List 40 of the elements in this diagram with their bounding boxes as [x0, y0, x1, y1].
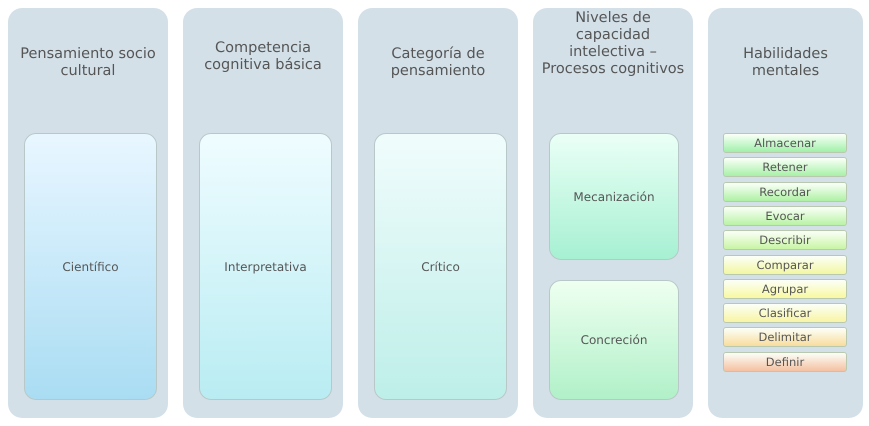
skill-bar [723, 230, 847, 250]
column-panel [533, 8, 693, 418]
skill-bar [723, 133, 847, 153]
skill-bar [723, 303, 847, 324]
column-panel [358, 8, 518, 418]
skill-bar [723, 182, 847, 202]
column-panel [8, 8, 168, 418]
skill-label: Evocar [765, 208, 805, 223]
column-heading: Niveles de capacidad intelectiva – Procesos cognitivos [540, 10, 686, 78]
column-heading: Categoría de pensamiento [390, 46, 486, 80]
category-box [374, 133, 507, 400]
box-label: Mecanización [573, 190, 655, 204]
skill-bar [723, 254, 847, 274]
skill-bar [723, 278, 847, 299]
skill-label: Definir [766, 354, 804, 369]
category-box [549, 133, 679, 260]
box-label: Crítico [421, 260, 460, 274]
skill-label: Describir [759, 233, 811, 248]
box-label: Concreción [580, 333, 648, 347]
category-box [199, 133, 332, 400]
box-label: Interpretativa [224, 260, 307, 274]
column-panel [708, 8, 863, 418]
column-heading: Habilidades mentales [742, 46, 829, 80]
skill-label: Clasificar [758, 306, 812, 320]
skill-label: Agrupar [762, 282, 808, 296]
skill-bar [723, 327, 847, 348]
skill-label: Comparar [756, 258, 814, 272]
skill-bar [723, 206, 847, 226]
skill-label: Recordar [759, 184, 811, 199]
skill-label: Delimitar [758, 330, 812, 344]
column-heading: Competencia cognitiva básica [203, 40, 323, 74]
skill-bar [723, 157, 847, 178]
column-panel [183, 8, 343, 418]
skill-label: Retener [762, 160, 808, 174]
category-box [549, 280, 679, 400]
skill-bar [723, 352, 847, 372]
category-box [24, 133, 157, 400]
box-label: Científico [62, 260, 119, 274]
column-heading: Pensamiento socio cultural [19, 46, 157, 80]
skill-label: Almacenar [754, 136, 816, 150]
